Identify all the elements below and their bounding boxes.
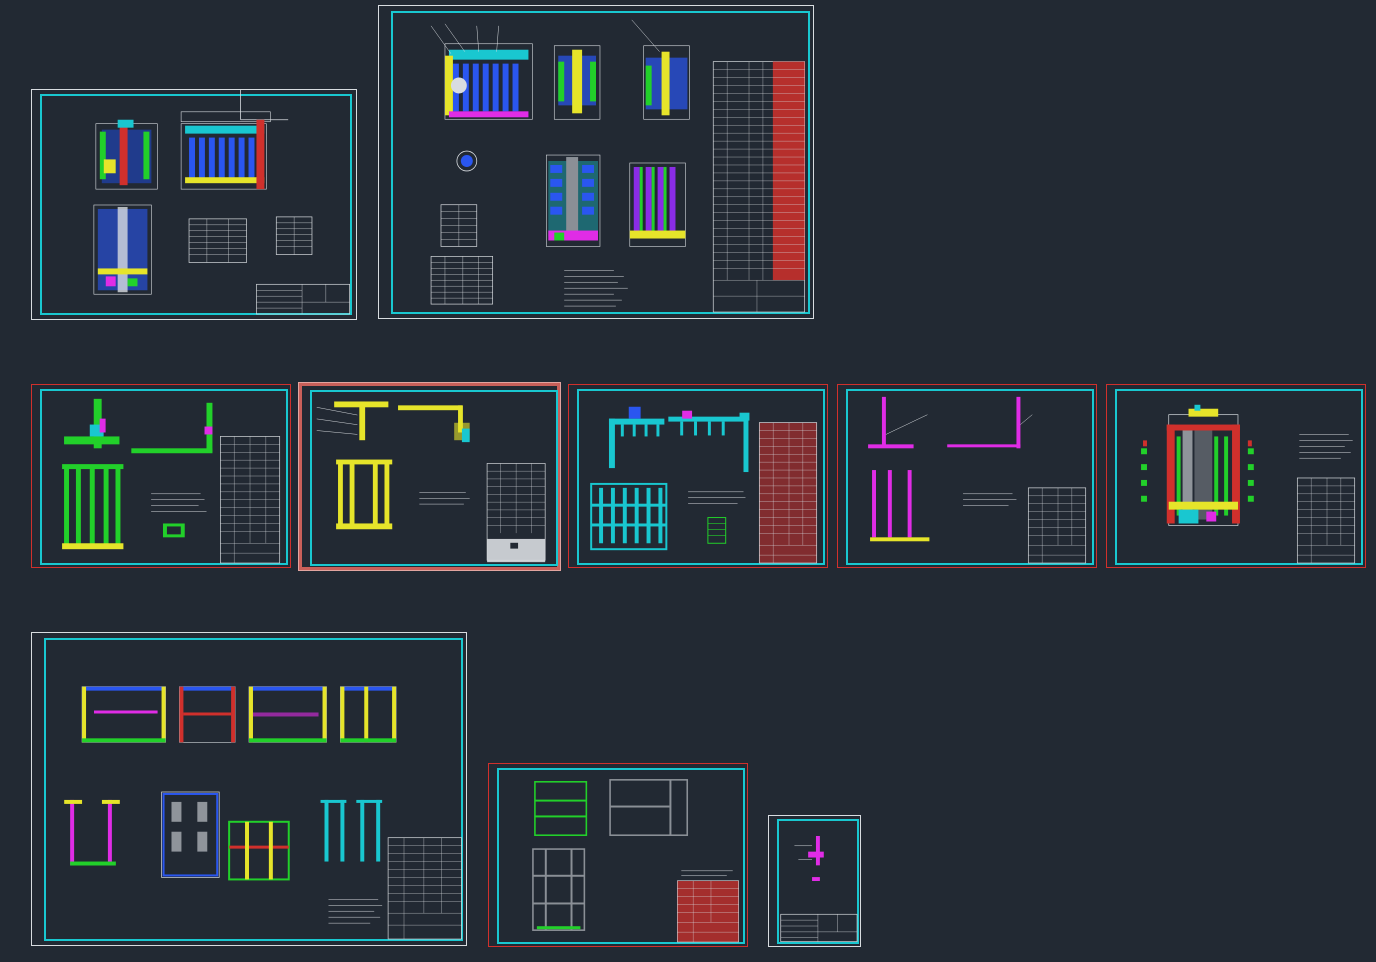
drawing-sheet-6[interactable] xyxy=(837,384,1097,568)
drawing-sheet-8[interactable] xyxy=(31,632,467,946)
sheet-frame xyxy=(310,390,558,566)
sheet-frame xyxy=(846,389,1094,565)
drawing-sheet-3[interactable] xyxy=(31,384,291,568)
sheet-4-drawing xyxy=(316,401,546,563)
sheet-frame xyxy=(1115,389,1363,565)
drawing-sheet-10[interactable] xyxy=(768,815,861,947)
sheet-frame xyxy=(497,768,745,944)
sheet-2-drawing xyxy=(430,19,806,313)
drawing-sheet-4-selected[interactable] xyxy=(299,383,560,570)
sheet-3-drawing xyxy=(62,398,281,564)
sheet-1-drawing xyxy=(93,90,350,315)
sheet-7-drawing xyxy=(1141,404,1356,564)
sheet-6-drawing xyxy=(868,396,1087,564)
sheet-9-drawing xyxy=(532,779,739,943)
drawing-sheet-5[interactable] xyxy=(568,384,828,568)
sheet-frame xyxy=(40,94,352,315)
sheet-frame xyxy=(577,389,825,565)
drawing-sheet-9[interactable] xyxy=(488,763,748,947)
drawing-sheet-1[interactable] xyxy=(31,89,357,320)
sheet-frame xyxy=(777,819,859,944)
sheet-frame xyxy=(44,638,463,941)
sheet-frame xyxy=(391,11,810,314)
sheet-5-drawing xyxy=(590,406,818,564)
drawing-sheet-7[interactable] xyxy=(1106,384,1366,568)
sheet-frame xyxy=(40,389,288,565)
drawing-sheet-2[interactable] xyxy=(378,5,814,319)
sheet-10-drawing xyxy=(780,835,858,943)
sheet-8-drawing xyxy=(64,686,462,940)
